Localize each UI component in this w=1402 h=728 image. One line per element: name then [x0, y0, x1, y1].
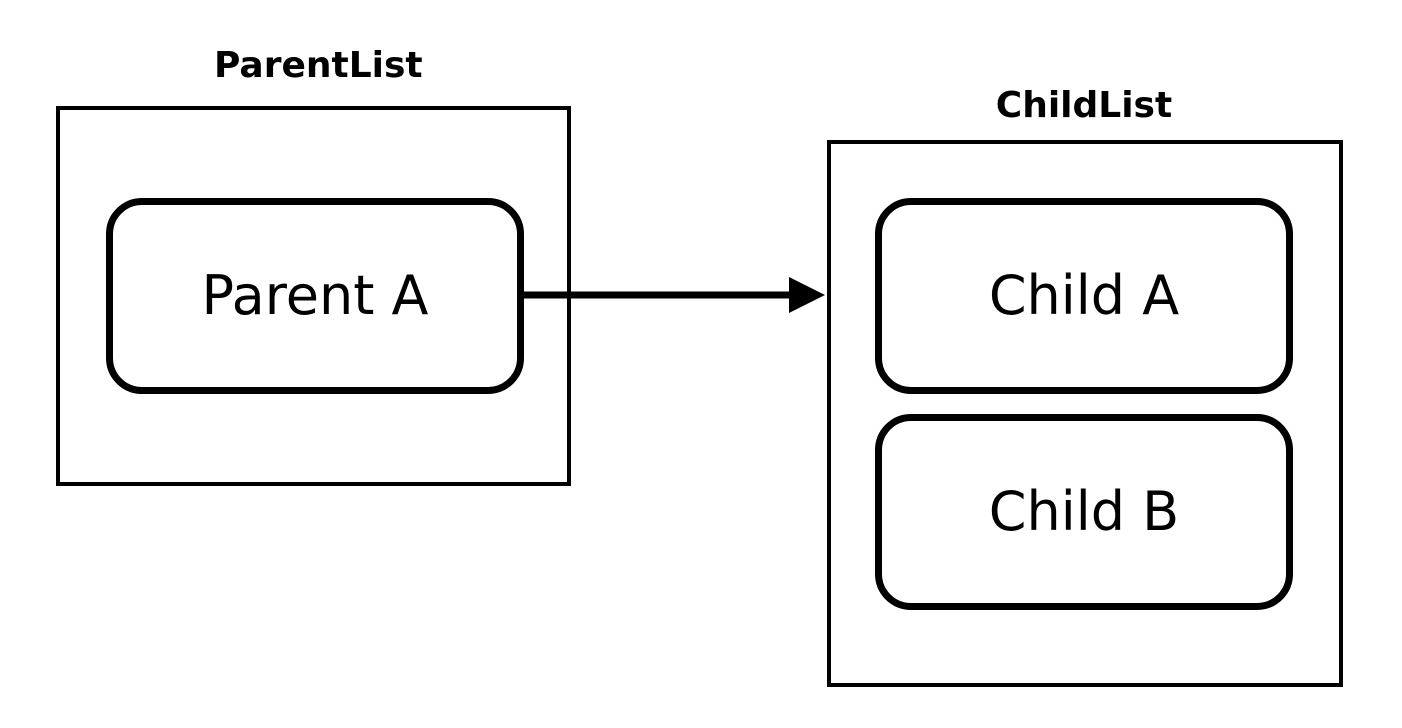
- arrowhead-icon: [789, 277, 825, 313]
- parent-item-a-label: Parent A: [201, 264, 429, 327]
- child-item-b: Child B: [875, 414, 1293, 610]
- child-item-a: Child A: [875, 198, 1293, 394]
- child-item-b-label: Child B: [988, 480, 1180, 543]
- child-item-a-label: Child A: [988, 264, 1180, 327]
- child-list-title: ChildList: [995, 85, 1173, 126]
- parent-item-a: Parent A: [106, 198, 524, 394]
- parent-list-title: ParentList: [214, 45, 423, 86]
